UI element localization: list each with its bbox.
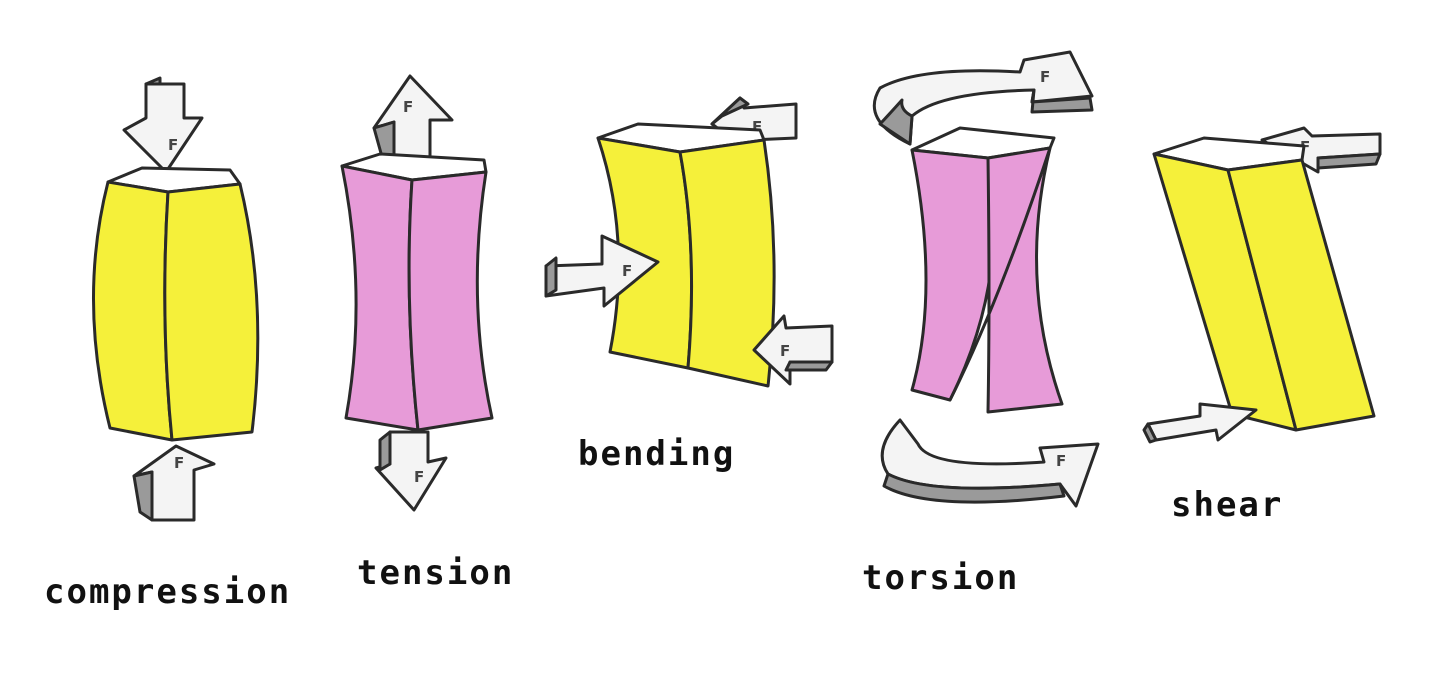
force-label: F (752, 118, 762, 136)
compression-block-left (92, 180, 174, 442)
torsion-block-left (910, 148, 996, 402)
bending-block-right (678, 138, 776, 388)
force-label: F (622, 262, 632, 280)
force-label: F (780, 342, 790, 360)
compression-figure: F F (92, 76, 260, 522)
compression-bottom-arrow: F (132, 444, 216, 522)
torsion-figure: F F (872, 50, 1100, 508)
force-label: F (414, 468, 424, 486)
shear-block-right (1226, 158, 1376, 432)
tension-bottom-arrow: F (374, 430, 448, 512)
label-shear: shear (1171, 485, 1284, 525)
bending-bottom-arrow: F (752, 314, 834, 386)
force-label: F (168, 136, 178, 154)
label-compression: compression (44, 572, 292, 612)
label-bending: bending (578, 434, 736, 474)
bending-left-arrow: F (544, 234, 660, 308)
label-tension: tension (357, 553, 515, 593)
torsion-twist-line (948, 146, 1052, 402)
force-label: F (174, 454, 184, 472)
shear-top-arrow: F (1260, 126, 1382, 174)
label-torsion: torsion (862, 558, 1020, 598)
tension-block-left (340, 164, 420, 432)
tension-block-right (407, 170, 494, 432)
torsion-block-right (986, 146, 1064, 414)
force-label: F (1056, 452, 1066, 470)
torsion-bottom-arrow: F (880, 418, 1100, 508)
shear-bottom-arrow (1142, 402, 1258, 444)
compression-block-right (163, 182, 260, 442)
torsion-top-arrow: F (872, 50, 1094, 146)
compression-top-arrow: F (122, 76, 204, 174)
tension-figure: F F (340, 74, 494, 512)
force-label: F (403, 98, 413, 116)
bending-figure: F F F (544, 96, 834, 388)
shear-figure: F (1142, 126, 1382, 444)
force-label: F (1040, 68, 1050, 86)
bending-top-arrow: F (710, 96, 798, 156)
